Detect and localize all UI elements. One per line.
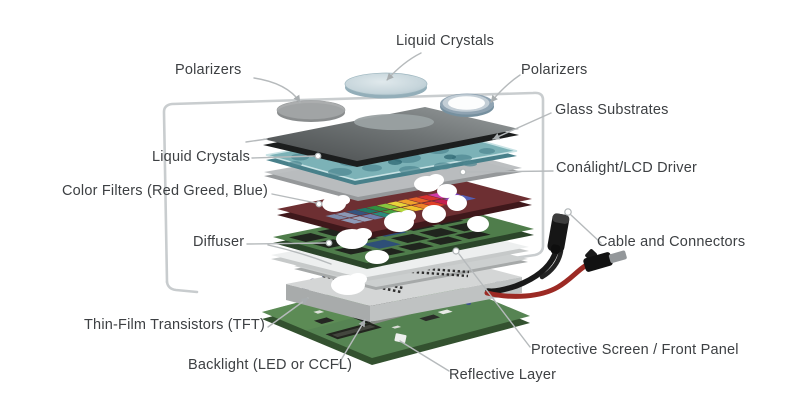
leader-diffuser (246, 242, 327, 245)
color-filter-layer (277, 175, 532, 239)
leader-reflective-layer (399, 340, 450, 372)
leader-backlight-lcd-driver (466, 170, 554, 173)
leader-liquid-crystals-left (251, 155, 316, 159)
label-backlight-lcd-driver: Conálight/LCD Driver (556, 160, 697, 176)
leader-liquid-crystals-top (386, 52, 422, 81)
leader-glass-substrates (492, 112, 552, 140)
label-polarizers-right: Polarizers (521, 62, 588, 78)
leader-color-filters (271, 193, 317, 204)
polarizer-ring (440, 93, 494, 117)
cable-end-connector (583, 249, 627, 272)
glass-front-panel-outline (162, 91, 545, 294)
label-backlight: Backlight (LED or CCFL) (188, 357, 353, 373)
label-thin-film-transistors: Thin-Film Transistors (TFT) (84, 317, 266, 333)
polarizer-disc-left (276, 100, 346, 122)
liquid-crystal-disc (344, 72, 428, 99)
label-color-filters: Color Filters (Red Greed, Blue) (62, 183, 269, 199)
label-liquid-crystals-top: Liquid Crystals (396, 33, 495, 49)
polarizer-sheet (263, 107, 519, 167)
black-cable (485, 248, 559, 294)
leader-protective-screen (458, 253, 531, 348)
label-glass-substrates: Glass Substrates (555, 102, 669, 118)
label-liquid-crystals-left: Liquid Crystals (152, 149, 251, 165)
leader-liquid-crystals-left-dash (245, 138, 268, 143)
label-diffuser: Diffuser (193, 234, 245, 250)
dc-jack-connector (547, 213, 570, 254)
leader-cable-connectors (570, 214, 602, 244)
white-blobs (322, 174, 489, 295)
leader-diffuser-2 (267, 244, 332, 265)
leader-polarizers-left (253, 77, 301, 103)
leader-lines (245, 52, 602, 372)
label-reflective-layer: Reflective Layer (449, 367, 557, 383)
cable-assembly (484, 213, 627, 299)
label-polarizers-left: Polarizers (175, 62, 242, 78)
leader-polarizers-right (490, 74, 521, 103)
black-cable-strand (539, 248, 564, 280)
leader-tft (267, 297, 309, 328)
leader-backlight (337, 319, 366, 366)
label-cable-and-connectors: Cable and Connectors (597, 234, 746, 250)
red-cable (484, 263, 588, 299)
label-protective-screen: Protective Screen / Front Panel (531, 342, 739, 358)
